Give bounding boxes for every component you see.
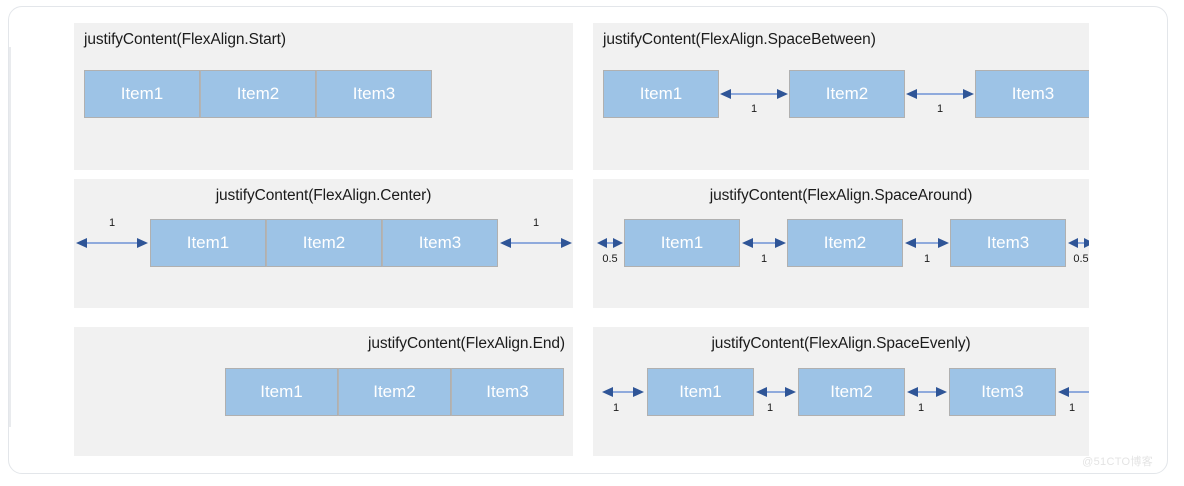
item-box[interactable]: Item2: [200, 70, 316, 118]
gap-arrow: [76, 237, 148, 249]
item-box[interactable]: Item3: [382, 219, 498, 267]
panel-flexalign-spacearound: justifyContent(FlexAlign.SpaceAround) It…: [593, 179, 1089, 308]
gap-arrow: [1058, 386, 1089, 398]
gap-label: 1: [108, 217, 116, 229]
gap-arrow: [742, 237, 786, 249]
left-scroll-edge: [9, 47, 11, 427]
item-box[interactable]: Item1: [624, 219, 740, 267]
panel-flexalign-start: justifyContent(FlexAlign.Start) Item1 It…: [74, 23, 573, 170]
item-box[interactable]: Item1: [150, 219, 266, 267]
gap-label: 1: [1068, 402, 1076, 414]
gap-label: 1: [612, 402, 620, 414]
panel-title-center: justifyContent(FlexAlign.Center): [215, 187, 432, 204]
item-box[interactable]: Item1: [225, 368, 338, 416]
gap-arrow: [906, 88, 974, 100]
gap-label: 1: [766, 402, 774, 414]
item-box[interactable]: Item1: [603, 70, 719, 118]
watermark: @51CTO博客: [1082, 456, 1153, 468]
gap-arrow: [756, 386, 796, 398]
item-box[interactable]: Item3: [950, 219, 1066, 267]
panel-title-end: justifyContent(FlexAlign.End): [368, 335, 565, 352]
panel-title-spacearound: justifyContent(FlexAlign.SpaceAround): [709, 187, 973, 204]
gap-label: 0.5: [602, 253, 618, 265]
item-track-start: Item1 Item2 Item3: [84, 70, 432, 118]
page-card: justifyContent(FlexAlign.Start) Item1 It…: [8, 6, 1168, 474]
item-box[interactable]: Item3: [316, 70, 432, 118]
item-box[interactable]: Item3: [949, 368, 1056, 416]
item-box[interactable]: Item2: [787, 219, 903, 267]
gap-arrow: [602, 386, 644, 398]
item-track-end: Item1 Item2 Item3: [225, 368, 564, 416]
gap-label: 1: [750, 103, 758, 115]
panel-flexalign-center: justifyContent(FlexAlign.Center) Item1 I…: [74, 179, 573, 308]
panel-title-start: justifyContent(FlexAlign.Start): [84, 31, 286, 48]
item-box[interactable]: Item3: [975, 70, 1089, 118]
gap-label: 1: [532, 217, 540, 229]
panel-flexalign-spacebetween: justifyContent(FlexAlign.SpaceBetween) I…: [593, 23, 1089, 170]
gap-arrow: [720, 88, 788, 100]
gap-label: 1: [923, 253, 931, 265]
item-box[interactable]: Item2: [338, 368, 451, 416]
gap-label: 1: [936, 103, 944, 115]
item-box[interactable]: Item2: [798, 368, 905, 416]
panel-title-spaceevenly: justifyContent(FlexAlign.SpaceEvenly): [711, 335, 971, 352]
item-box[interactable]: Item2: [789, 70, 905, 118]
item-box[interactable]: Item1: [647, 368, 754, 416]
item-box[interactable]: Item3: [451, 368, 564, 416]
panel-flexalign-spaceevenly: justifyContent(FlexAlign.SpaceEvenly) It…: [593, 327, 1089, 456]
gap-arrow: [500, 237, 572, 249]
panel-title-spacebetween: justifyContent(FlexAlign.SpaceBetween): [603, 31, 876, 48]
gap-label: 1: [760, 253, 768, 265]
item-track-center: Item1 Item2 Item3: [150, 219, 498, 267]
gap-arrow: [907, 386, 947, 398]
item-box[interactable]: Item2: [266, 219, 382, 267]
item-box[interactable]: Item1: [84, 70, 200, 118]
gap-arrow: [905, 237, 949, 249]
gap-label: 0.5: [1073, 253, 1089, 265]
gap-arrow: [1068, 237, 1089, 249]
gap-label: 1: [917, 402, 925, 414]
panel-flexalign-end: justifyContent(FlexAlign.End) Item1 Item…: [74, 327, 573, 456]
gap-arrow: [597, 237, 623, 249]
